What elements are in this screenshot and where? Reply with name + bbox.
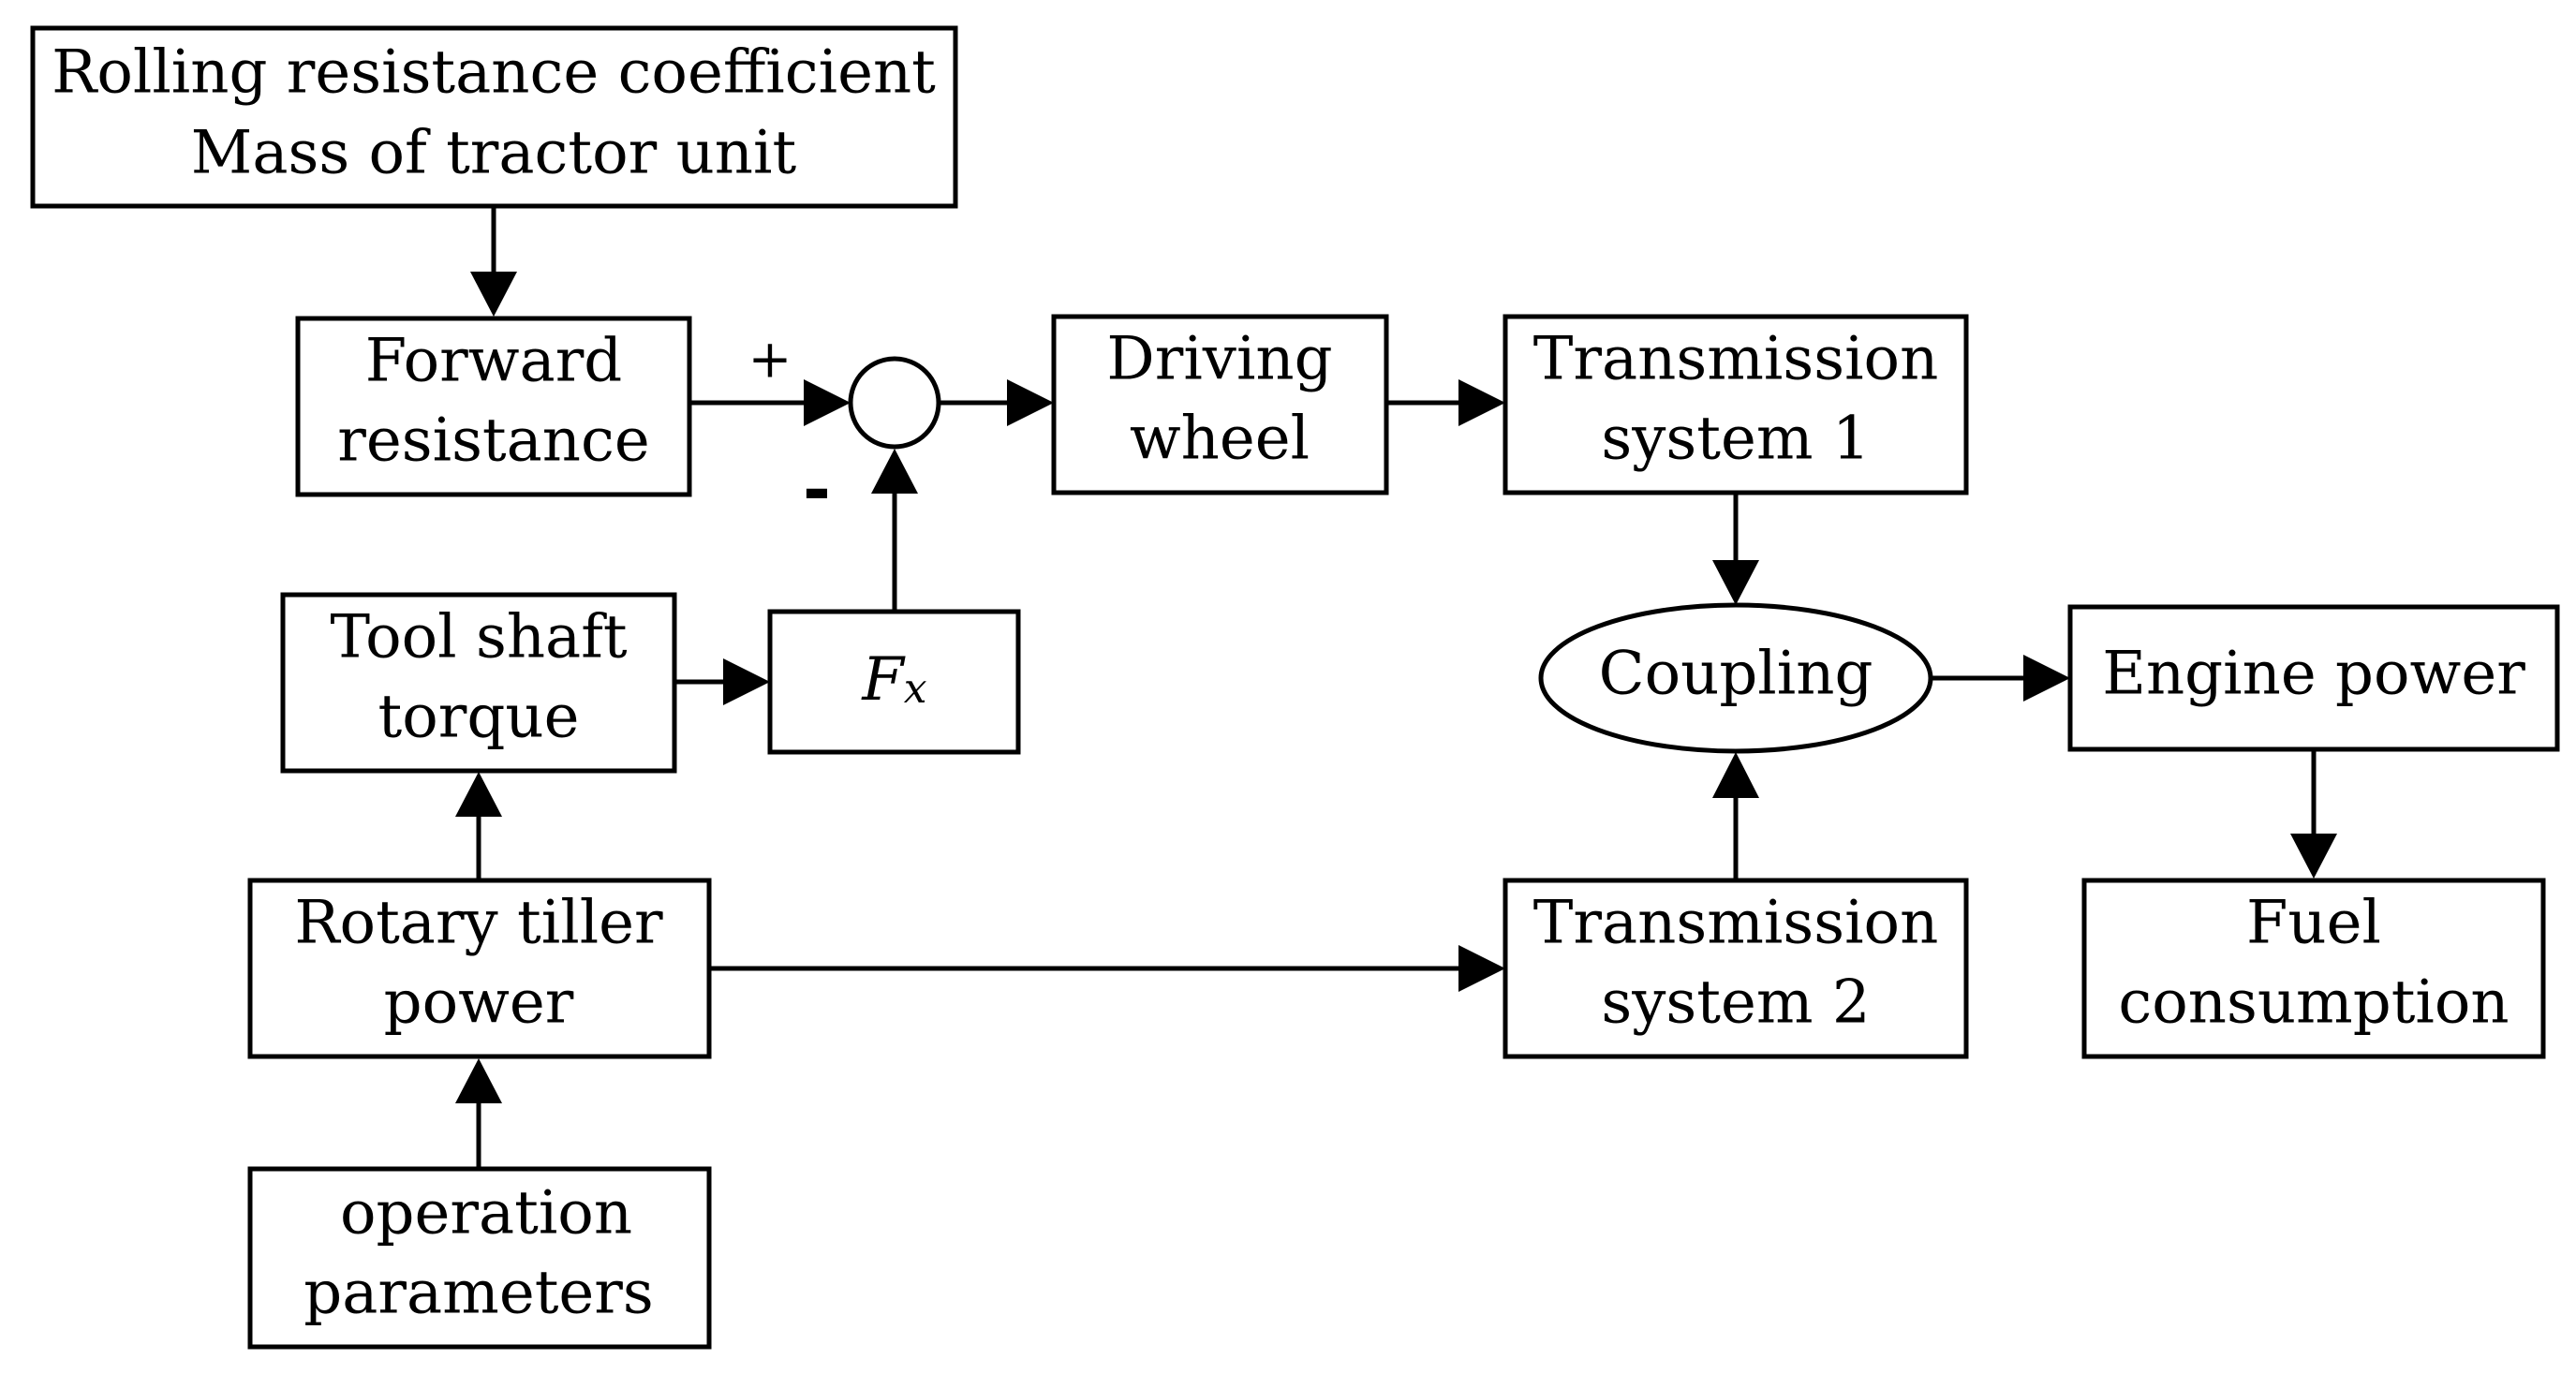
fx-node: Fx <box>767 609 1021 755</box>
transmission-system-1-node: Transmission system 1 <box>1503 314 1969 495</box>
transmission-system-2-line2: system 2 <box>1601 968 1870 1038</box>
forward-resistance-node: Forward resistance <box>295 316 692 497</box>
arrowhead-trans2-to-coupling <box>1712 752 1759 798</box>
rolling-resistance-line1: Rolling resistance coefficient <box>52 38 936 108</box>
operation-parameters-node: operation parameters <box>247 1166 712 1350</box>
fx-label: Fx <box>861 645 926 715</box>
coupling-label: Coupling <box>1599 640 1873 709</box>
tool-shaft-torque-line2: torque <box>378 683 580 752</box>
transmission-system-2-line1: Transmission <box>1533 889 1939 958</box>
minus-sign: - <box>803 451 831 529</box>
rotary-tiller-power-node: Rotary tiller power <box>247 878 712 1059</box>
driving-wheel-line2: wheel <box>1130 405 1310 474</box>
transmission-system-2-node: Transmission system 2 <box>1503 878 1969 1059</box>
arrowhead-driving-to-trans1 <box>1458 379 1505 426</box>
arrowhead-engine-to-fuel <box>2290 834 2337 879</box>
summing-junction: + - <box>748 330 941 529</box>
rolling-resistance-line2: Mass of tractor unit <box>191 119 797 188</box>
rotary-tiller-power-line1: Rotary tiller <box>294 889 663 958</box>
arrowhead-fx-to-junction <box>871 449 918 494</box>
operation-parameters-line1: operation <box>340 1179 632 1248</box>
forward-resistance-line1: Forward <box>365 327 623 396</box>
fx-subscript: x <box>904 665 927 713</box>
arrowhead-rotary-to-tool <box>455 772 502 817</box>
operation-parameters-line2: parameters <box>303 1259 653 1328</box>
tool-shaft-torque-node: Tool shaft torque <box>280 592 677 774</box>
arrowhead-trans1-to-coupling <box>1712 560 1759 605</box>
connectors <box>455 206 2337 1169</box>
fuel-consumption-line2: consumption <box>2118 968 2509 1038</box>
driving-wheel-node: Driving wheel <box>1051 314 1389 495</box>
fx-symbol: F <box>861 645 906 715</box>
fuel-consumption-line1: Fuel <box>2246 889 2381 958</box>
rotary-tiller-power-line2: power <box>384 968 574 1038</box>
driving-wheel-line1: Driving <box>1106 325 1332 394</box>
arrowhead-rolling-to-forward <box>470 272 517 317</box>
transmission-system-1-line1: Transmission <box>1533 325 1939 394</box>
rolling-resistance-node: Rolling resistance coefficient Mass of t… <box>30 25 958 209</box>
arrowhead-coupling-to-engine <box>2023 655 2070 702</box>
arrowhead-tool-to-fx <box>723 658 770 705</box>
arrowhead-junction-to-driving <box>1007 379 1054 426</box>
engine-power-node: Engine power <box>2067 604 2560 752</box>
arrowhead-forward-to-junction <box>804 379 851 426</box>
tool-shaft-torque-line1: Tool shaft <box>330 603 628 672</box>
arrowhead-operation-to-rotary <box>455 1058 502 1103</box>
plus-sign: + <box>748 330 792 391</box>
engine-power-label: Engine power <box>2102 640 2525 709</box>
forward-resistance-line2: resistance <box>337 406 649 476</box>
transmission-system-1-line2: system 1 <box>1601 405 1870 474</box>
arrowhead-rotary-to-trans2 <box>1458 945 1505 992</box>
fuel-consumption-node: Fuel consumption <box>2081 878 2546 1059</box>
coupling-node: Coupling <box>1538 602 1933 754</box>
